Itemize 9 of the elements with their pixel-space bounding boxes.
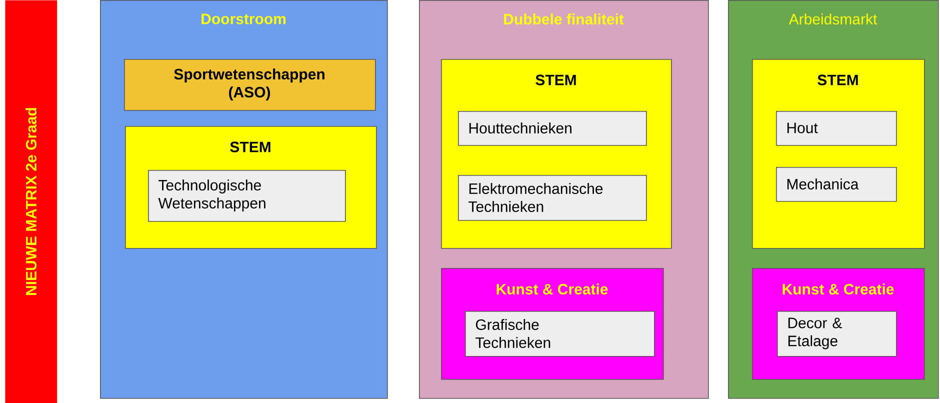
course-box: Grafische Technieken (465, 311, 655, 357)
course-box: Technologische Wetenschappen (148, 170, 346, 222)
course-box: Mechanica (776, 167, 897, 202)
course-box: Sportwetenschappen (ASO) (124, 59, 376, 111)
course-box: Decor & Etalage (777, 311, 897, 357)
course-box: Hout (776, 111, 897, 146)
course-box: Elektromechanische Technieken (458, 175, 647, 221)
course-box: Houttechnieken (458, 111, 647, 146)
side-band: NIEUWE MATRIX 2e Graad (5, 0, 58, 403)
